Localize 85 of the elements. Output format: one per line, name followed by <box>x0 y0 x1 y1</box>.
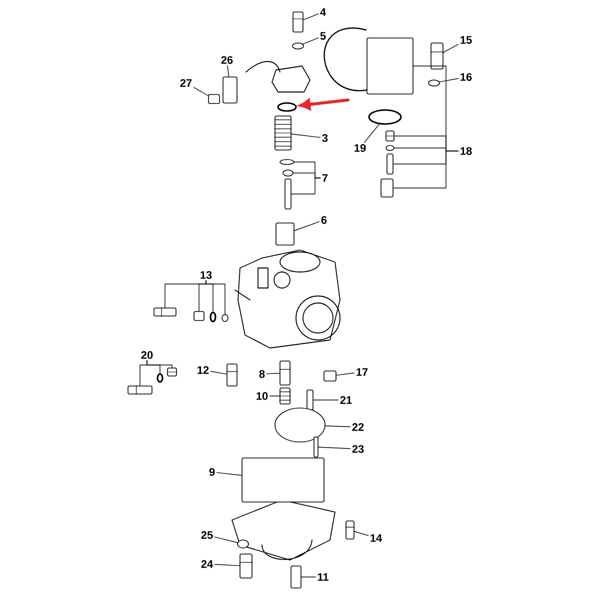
callout-number: 7 <box>322 174 328 182</box>
clip <box>280 159 294 165</box>
screw <box>128 385 152 395</box>
callout-number: 15 <box>460 36 472 44</box>
callout-number: 3 <box>322 134 328 142</box>
callout-number: 18 <box>460 147 472 155</box>
o-ring <box>156 373 164 383</box>
pin <box>314 436 318 458</box>
arrow <box>300 98 350 110</box>
jet <box>226 364 238 386</box>
callout-number: 17 <box>356 368 368 376</box>
callout-number: 6 <box>321 216 327 224</box>
callout-number: 12 <box>198 366 209 374</box>
callout-number: 10 <box>256 392 268 400</box>
washer <box>428 80 440 86</box>
washer <box>282 170 294 176</box>
bolt <box>324 370 336 382</box>
leader-line <box>364 124 380 143</box>
o-ring <box>210 312 216 322</box>
washer <box>222 314 228 322</box>
jet <box>279 360 291 386</box>
callout-number: 11 <box>318 573 328 581</box>
nut <box>208 94 220 104</box>
callout-number: 16 <box>460 73 472 81</box>
callout-number: 26 <box>221 56 233 64</box>
spring <box>166 368 178 376</box>
leader-line <box>291 134 321 138</box>
needle <box>284 178 292 210</box>
callout-number: 19 <box>354 144 366 152</box>
callout-number: 8 <box>259 370 265 378</box>
callout-number: 9 <box>209 468 215 476</box>
washer <box>386 145 394 151</box>
leader-line <box>302 38 319 44</box>
spring <box>274 116 292 150</box>
callout-number: 20 <box>141 351 153 359</box>
spring <box>194 311 204 321</box>
washer <box>237 540 249 548</box>
leader-line <box>266 372 280 374</box>
callout-number: 14 <box>370 534 382 542</box>
spring <box>385 130 395 142</box>
leader-line <box>214 564 240 566</box>
piston <box>276 222 294 246</box>
float <box>274 408 326 442</box>
screw <box>430 42 444 70</box>
leader-line <box>140 360 148 386</box>
leader-line <box>216 472 242 476</box>
screw <box>239 554 253 578</box>
gasket-ring <box>368 109 402 125</box>
callout-number: 5 <box>320 32 326 40</box>
leader-line <box>354 531 369 536</box>
leader-line <box>325 426 351 428</box>
callout-number: 4 <box>320 8 326 16</box>
leader-line <box>443 44 459 53</box>
screw <box>292 12 304 32</box>
o-ring <box>277 102 297 112</box>
hose-sleeve <box>222 76 238 104</box>
leader-line <box>303 14 319 20</box>
needle <box>386 154 394 174</box>
leader-line <box>291 178 321 194</box>
leader-line <box>439 78 459 82</box>
callout-number: 24 <box>201 560 214 568</box>
callout-number: 27 <box>180 79 192 87</box>
leader-line <box>393 150 459 188</box>
leader-line <box>294 221 320 231</box>
washer <box>292 42 304 50</box>
callout-number: 22 <box>352 423 364 431</box>
gasket <box>242 458 324 502</box>
leader-line <box>214 536 238 543</box>
leader-line <box>210 371 227 374</box>
valve <box>306 390 314 410</box>
screw <box>345 520 355 540</box>
starter-unit <box>366 38 414 94</box>
leader-line <box>193 87 208 96</box>
leader-line <box>227 65 229 77</box>
plug <box>290 566 302 588</box>
screw <box>154 307 176 317</box>
jet <box>279 388 291 404</box>
leader-line <box>206 280 226 314</box>
callout-number: 13 <box>200 271 212 279</box>
sleeve <box>380 178 394 198</box>
leader-line <box>336 372 355 376</box>
callout-number: 21 <box>340 396 352 404</box>
callout-number: 25 <box>201 531 213 539</box>
leader-line <box>301 576 316 578</box>
callout-number: 23 <box>352 445 364 453</box>
